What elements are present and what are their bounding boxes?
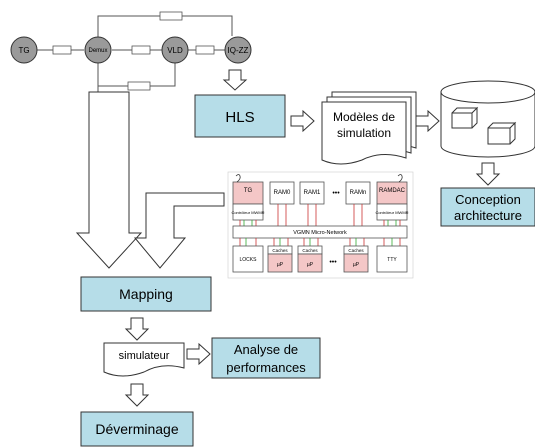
hls-label: HLS bbox=[225, 109, 254, 126]
ellipsis-top: ••• bbox=[332, 190, 340, 197]
hls-box bbox=[194, 94, 286, 138]
module-tg-label: TG bbox=[244, 188, 253, 194]
arrow-hls-to-models bbox=[290, 109, 315, 133]
vgmn-network-label: VGMN Micro-Network bbox=[293, 230, 347, 236]
module-up-1 bbox=[297, 253, 323, 273]
module-up-2 bbox=[343, 253, 369, 273]
module-locks-label: LOCKS bbox=[240, 257, 258, 263]
arrow-to-hls bbox=[222, 69, 248, 91]
mapping-label: Mapping bbox=[119, 286, 173, 302]
platform-diagram: TG Contrôleur MWMR RAM0 RAM1 ••• RAMn RA… bbox=[227, 171, 414, 279]
simulation-models-docs: Modèles de simulation bbox=[321, 91, 417, 165]
fifo-top-bypass bbox=[159, 11, 183, 21]
module-tty bbox=[376, 245, 408, 273]
ellipsis-bottom: ••• bbox=[329, 259, 337, 266]
fifo-bottom-bypass bbox=[127, 81, 151, 91]
analyse-box bbox=[211, 337, 321, 379]
module-ramdac-controller-label: Contrôleur MWMR bbox=[375, 210, 408, 215]
arrow-pipeline-to-mapping bbox=[75, 91, 143, 269]
module-caches-1-label: Caches bbox=[302, 248, 318, 253]
fifo-tg-demux bbox=[52, 45, 72, 55]
module-up-0-label: µP bbox=[277, 262, 284, 268]
fifo-vld-iqzz bbox=[195, 45, 215, 55]
node-demux-label: Demux bbox=[88, 48, 107, 54]
node-iqzz bbox=[224, 36, 252, 64]
module-caches-0-label: Caches bbox=[272, 248, 288, 253]
vgmn-network-bar bbox=[232, 225, 408, 239]
mapping-box bbox=[80, 276, 212, 312]
module-up-2-label: µP bbox=[353, 262, 360, 268]
module-ram0 bbox=[269, 181, 295, 205]
conception-label-line1: Conception bbox=[455, 192, 521, 207]
deverminage-label: Déverminage bbox=[95, 421, 178, 437]
arrow-platform-to-mapping bbox=[133, 192, 225, 269]
module-ramn bbox=[345, 181, 371, 205]
arrow-simulateur-to-analyse bbox=[186, 342, 211, 366]
node-tg-label: TG bbox=[18, 46, 29, 55]
node-tg bbox=[10, 36, 38, 64]
node-vld bbox=[161, 36, 189, 64]
models-label-line2: simulation bbox=[337, 126, 391, 140]
module-tty-label: TTY bbox=[387, 257, 397, 263]
arrow-mapping-to-simulateur bbox=[124, 317, 150, 341]
simulateur-label: simulateur bbox=[119, 350, 170, 362]
module-ram1 bbox=[299, 181, 325, 205]
module-tg-controller bbox=[232, 203, 264, 221]
module-caches-2-label: Caches bbox=[348, 248, 364, 253]
module-up-0 bbox=[267, 253, 293, 273]
module-ramn-label: RAMn bbox=[350, 190, 367, 196]
node-demux bbox=[84, 36, 112, 64]
analyse-label-line1: Analyse de bbox=[234, 342, 298, 357]
module-tg-controller-label: Contrôleur MWMR bbox=[231, 210, 264, 215]
module-ram1-label: RAM1 bbox=[304, 190, 321, 196]
arrow-to-conception bbox=[475, 162, 501, 186]
simulateur-doc bbox=[103, 342, 185, 377]
module-up-1-label: µP bbox=[307, 262, 314, 268]
arrow-simulateur-to-deverminage bbox=[124, 383, 150, 407]
node-vld-label: VLD bbox=[167, 46, 183, 55]
deverminage-box bbox=[80, 411, 194, 447]
module-ram0-label: RAM0 bbox=[274, 190, 291, 196]
module-locks bbox=[232, 245, 264, 273]
arrow-models-to-db bbox=[415, 109, 440, 133]
analyse-label-line2: performances bbox=[226, 360, 306, 375]
module-ramdac-controller bbox=[376, 203, 408, 221]
conception-box bbox=[440, 187, 535, 227]
models-label-line1: Modèles de bbox=[333, 110, 395, 124]
module-ramdac-label: RAMDAC bbox=[379, 188, 406, 194]
node-iqzz-label: IQ-ZZ bbox=[228, 46, 249, 55]
database-icon bbox=[440, 80, 535, 158]
conception-label-line2: architecture bbox=[454, 208, 522, 223]
fifo-demux-vld bbox=[131, 45, 151, 55]
